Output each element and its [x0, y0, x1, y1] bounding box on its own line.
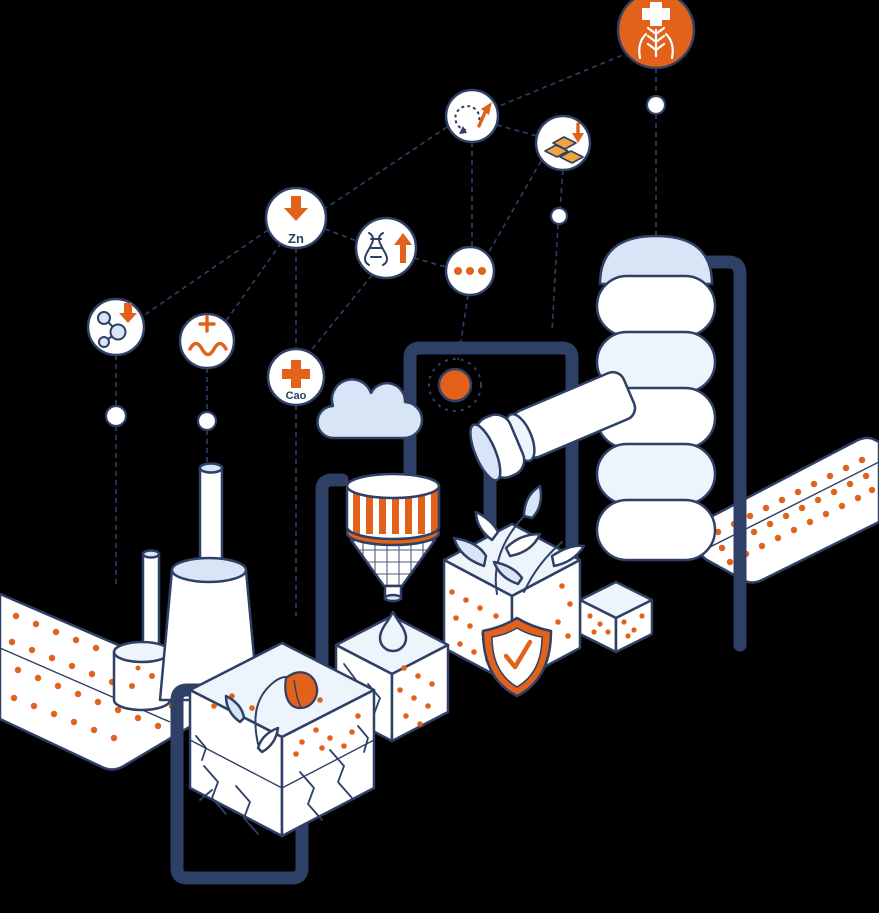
- connector-dot: [104, 404, 128, 428]
- drum-top: [345, 472, 441, 500]
- wheat-glyph: [638, 26, 674, 60]
- up-arrow-icon: [394, 233, 412, 263]
- plus-icon: [282, 360, 310, 388]
- contaminant-dots: [211, 693, 361, 757]
- gold-bars-decrease-icon: [534, 114, 592, 172]
- cloud-icon: [316, 378, 424, 440]
- molecule-decrease-icon: [86, 297, 146, 357]
- drum-stripes: [353, 486, 438, 534]
- water-drop-icon: [378, 610, 408, 653]
- soil-strip-right: [698, 436, 879, 584]
- plus-icon: [198, 315, 216, 333]
- wheat-increase-icon: [616, 0, 696, 70]
- network-links: [115, 51, 657, 616]
- mixer-cylinder: [469, 370, 637, 482]
- dna-helix: [363, 232, 389, 266]
- worm-glyph: [188, 341, 228, 357]
- zinc-label: Zn: [288, 231, 304, 246]
- soil-block-left: [188, 641, 376, 838]
- chimney-small: [141, 549, 161, 656]
- down-arrow-icon: [284, 196, 308, 221]
- check-icon: [503, 639, 533, 670]
- up-arrow-icon: [477, 108, 488, 128]
- main-pipe: [403, 341, 579, 607]
- ellipsis-icon: [444, 245, 496, 297]
- silo-dome: [598, 234, 714, 286]
- zinc-decrease-icon: Zn: [264, 186, 328, 250]
- contaminant-dots: [714, 456, 876, 566]
- connector-dot: [549, 206, 569, 226]
- worm-increase-icon: [178, 312, 236, 370]
- soil-block-center: [442, 484, 586, 698]
- contaminant-dots: [397, 665, 435, 727]
- soil-chunk-right: [578, 580, 654, 654]
- plus-icon: [642, 2, 670, 26]
- recycle-increase-icon: [444, 88, 500, 144]
- connector-dot: [645, 94, 667, 116]
- sun-icon: [428, 358, 482, 412]
- sun-rays: [428, 358, 482, 412]
- down-arrow-icon: [119, 303, 137, 323]
- soil-cracks: [195, 725, 369, 835]
- wilted-flower-icon: [224, 671, 319, 754]
- funnel-hopper: [345, 472, 441, 653]
- connector-dot: [196, 410, 218, 432]
- recirculation-pipe: [170, 473, 349, 885]
- silo-tank: [595, 234, 747, 652]
- chimney-tall: [198, 462, 224, 574]
- cao-label: Cao: [286, 390, 307, 402]
- storage-drum: [112, 640, 172, 712]
- dna-increase-icon: [354, 216, 418, 280]
- funnel-cone: [349, 538, 437, 588]
- shield-checkmark-icon: [481, 616, 553, 698]
- cao-increase-icon: Cao: [266, 347, 326, 407]
- plant-leaves: [452, 484, 586, 595]
- silo-outlet-pipe: [695, 255, 747, 652]
- connector-dots: [104, 94, 667, 432]
